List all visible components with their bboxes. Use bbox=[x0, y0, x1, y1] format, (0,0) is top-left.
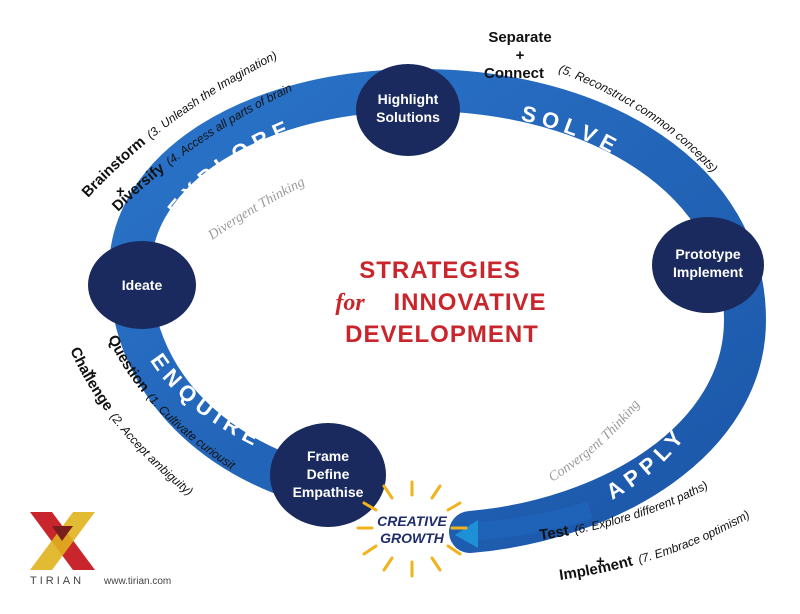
node-ideate: Ideate bbox=[88, 241, 196, 329]
svg-text:Connect: Connect bbox=[484, 65, 544, 82]
svg-text:STRATEGIES: STRATEGIES bbox=[359, 257, 521, 284]
plus-sign: + bbox=[116, 183, 125, 200]
svg-text:Prototype: Prototype bbox=[675, 246, 741, 262]
svg-text:www.tirian.com: www.tirian.com bbox=[103, 576, 171, 587]
separate-connect: Separate + Connect bbox=[484, 29, 552, 82]
growth-arrow-icon bbox=[455, 520, 478, 548]
svg-text:Define: Define bbox=[307, 466, 350, 482]
tirian-logo: TIRIAN www.tirian.com bbox=[30, 512, 171, 587]
svg-text:Empathise: Empathise bbox=[293, 484, 364, 500]
svg-text:Ideate: Ideate bbox=[122, 277, 163, 293]
tirian-logo-icon bbox=[30, 512, 95, 570]
svg-text:Frame: Frame bbox=[307, 448, 349, 464]
node-prototype: Prototype Implement bbox=[652, 217, 764, 313]
plus-sign-2: + bbox=[88, 365, 97, 382]
svg-text:+: + bbox=[516, 47, 525, 64]
svg-text:Solutions: Solutions bbox=[376, 109, 440, 125]
center-title: STRATEGIES for INNOVATIVE DEVELOPMENT bbox=[335, 257, 546, 348]
svg-text:TIRIAN: TIRIAN bbox=[30, 575, 84, 587]
svg-text:Separate: Separate bbox=[488, 29, 551, 46]
svg-text:CREATIVE: CREATIVE bbox=[377, 513, 447, 529]
sunburst-icon bbox=[356, 480, 468, 578]
plus-sign-3: + bbox=[596, 553, 605, 570]
svg-text:Highlight: Highlight bbox=[378, 91, 439, 107]
creative-growth-burst: CREATIVE GROWTH bbox=[356, 480, 468, 578]
svg-text:INNOVATIVE: INNOVATIVE bbox=[393, 289, 546, 316]
divergent-thinking-label: Divergent Thinking bbox=[205, 175, 307, 244]
svg-text:for: for bbox=[335, 290, 365, 316]
svg-text:DEVELOPMENT: DEVELOPMENT bbox=[345, 321, 539, 348]
node-frame: Frame Define Empathise bbox=[270, 423, 386, 527]
svg-text:Implement: Implement bbox=[673, 264, 743, 280]
svg-text:GROWTH: GROWTH bbox=[380, 530, 445, 546]
node-highlight: Highlight Solutions bbox=[356, 64, 460, 156]
diversify-label: Diversify(4. Access all parts of brain) bbox=[0, 0, 295, 215]
